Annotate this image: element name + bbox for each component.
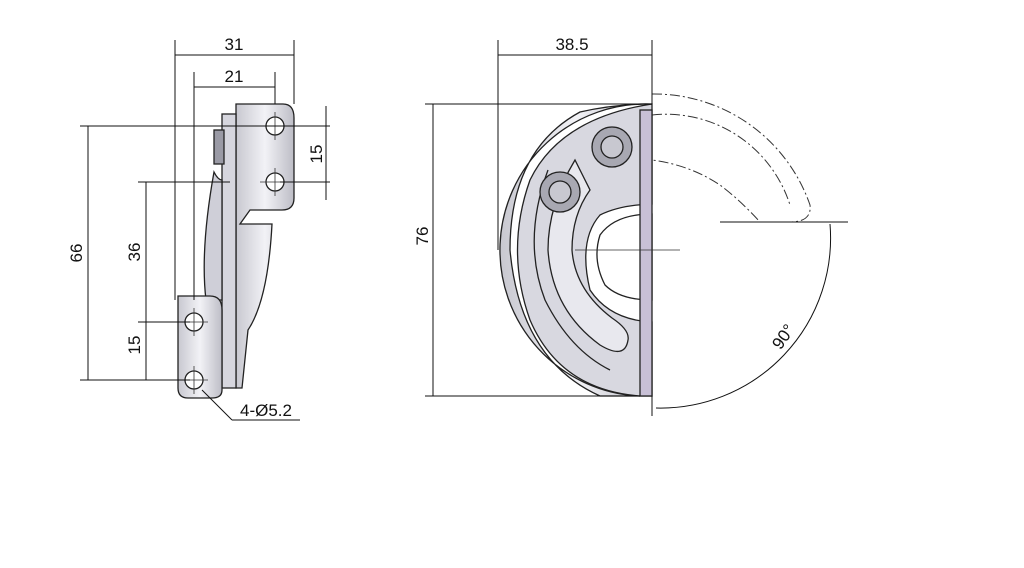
dim-top-hole-pitch: 15 — [307, 145, 326, 164]
dim-inner-width: 21 — [225, 67, 244, 86]
dim-center-distance: 36 — [125, 243, 144, 262]
dim-overall-height: 66 — [67, 244, 86, 263]
front-view: 38.5 76 90° — [413, 35, 848, 416]
dim-width: 38.5 — [555, 35, 588, 54]
dim-angle: 90° — [768, 321, 798, 353]
side-view: 31 21 15 66 36 15 4-Ø5.2 — [67, 35, 330, 421]
dim-height: 76 — [413, 227, 432, 246]
dim-bottom-hole-pitch: 15 — [125, 336, 144, 355]
hole-callout: 4-Ø5.2 — [240, 401, 292, 420]
dim-overall-width: 31 — [225, 35, 244, 54]
